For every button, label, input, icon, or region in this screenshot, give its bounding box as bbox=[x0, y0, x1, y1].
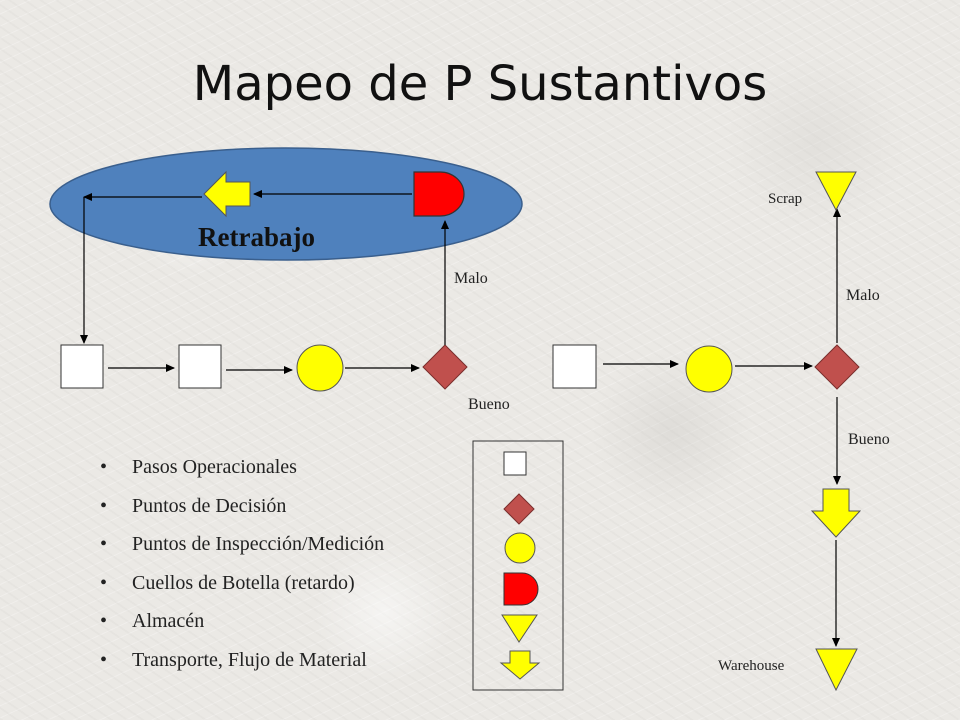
legend-square-icon bbox=[503, 451, 527, 476]
transport-arrow-down bbox=[810, 488, 862, 538]
legend-item-text: Puntos de Inspección/Medición bbox=[132, 533, 385, 555]
bullet-icon: • bbox=[100, 571, 108, 594]
rework-label: Retrabajo bbox=[198, 222, 315, 252]
legend-item: • Pasos Operacionales bbox=[100, 450, 384, 489]
decision-point-2 bbox=[814, 344, 860, 390]
bullet-icon: • bbox=[100, 610, 108, 632]
operation-step-1 bbox=[60, 344, 104, 389]
legend-item: • Cuellos de Botella (retardo) bbox=[100, 566, 384, 605]
legend-item: • Almacén bbox=[100, 604, 384, 643]
legend-diamond-icon bbox=[503, 493, 535, 525]
legend-item-text: Transporte, Flujo de Material bbox=[132, 648, 367, 671]
legend-arrow-icon bbox=[499, 650, 541, 680]
legend-item-text: Pasos Operacionales bbox=[132, 456, 297, 478]
legend-list: • Pasos Operacionales • Puntos de Decisión… bbox=[100, 450, 384, 681]
inspection-point-1 bbox=[296, 344, 344, 392]
label-warehouse: Warehouse bbox=[718, 658, 785, 674]
decision-point-1 bbox=[422, 344, 468, 390]
operation-step-3 bbox=[552, 344, 597, 389]
label-malo-1: Malo bbox=[454, 270, 488, 287]
bullet-icon: • bbox=[100, 533, 108, 555]
legend-item: • Transporte, Flujo de Material bbox=[100, 643, 384, 682]
rework-ellipse bbox=[49, 147, 523, 261]
slide-title: Mapeo de P Sustantivos bbox=[192, 56, 768, 112]
rework-transport-arrow bbox=[203, 170, 251, 218]
legend-item: • Puntos de Inspección/Medición bbox=[100, 527, 384, 566]
label-bueno-2: Bueno bbox=[848, 431, 890, 448]
legend-triangle-icon bbox=[501, 614, 538, 643]
scrap-storage-triangle bbox=[815, 171, 857, 212]
legend-circle-icon bbox=[504, 532, 536, 564]
legend-item: • Puntos de Decisión bbox=[100, 489, 384, 528]
bullet-icon: • bbox=[100, 456, 108, 478]
bullet-icon: • bbox=[100, 494, 108, 517]
label-bueno-1: Bueno bbox=[468, 396, 510, 413]
inspection-point-2 bbox=[685, 345, 733, 393]
bullet-icon: • bbox=[100, 648, 108, 671]
legend-symbol-box bbox=[472, 440, 564, 691]
legend-item-text: Almacén bbox=[132, 610, 205, 632]
legend-delay-icon bbox=[503, 572, 539, 606]
rework-bottleneck-shape bbox=[413, 171, 465, 217]
legend-item-text: Puntos de Decisión bbox=[132, 494, 287, 517]
operation-step-2 bbox=[178, 344, 222, 389]
label-malo-2: Malo bbox=[846, 287, 880, 304]
legend-item-text: Cuellos de Botella (retardo) bbox=[132, 571, 355, 594]
label-scrap: Scrap bbox=[768, 191, 802, 207]
warehouse-storage-triangle bbox=[815, 648, 858, 692]
